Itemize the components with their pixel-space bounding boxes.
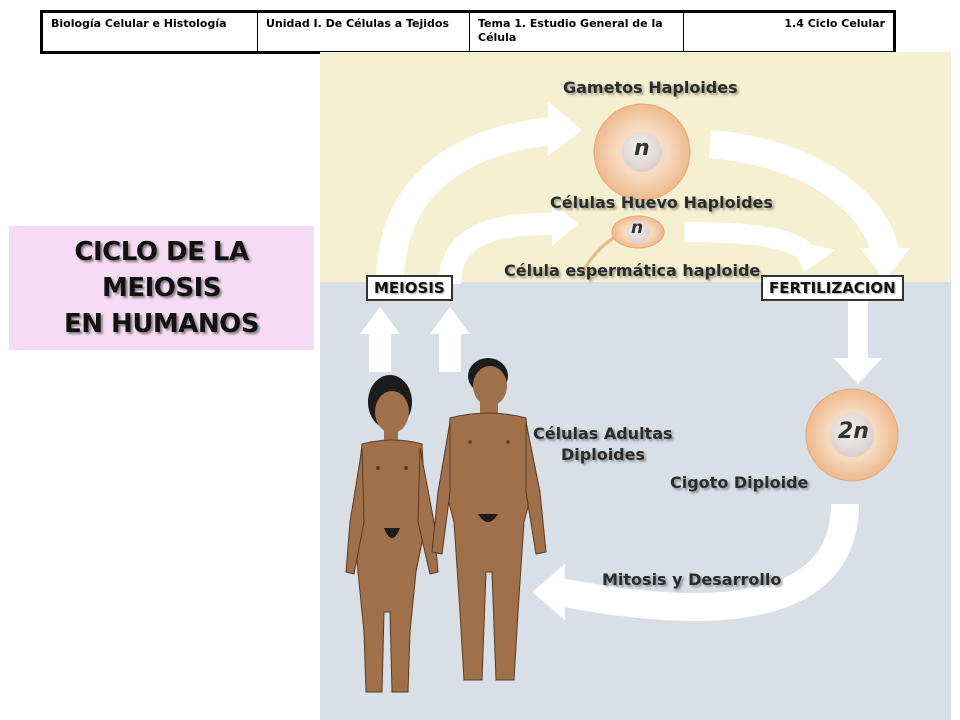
header-unit: Unidad I. De Células a Tejidos [258, 13, 470, 51]
arrow-mitosis-head [532, 564, 565, 620]
header-topic: Tema 1. Estudio General de la Célula [470, 13, 684, 51]
diagram-graphics [320, 52, 951, 720]
title-line-3: EN HUMANOS [63, 309, 260, 339]
label-mitosis: Mitosis y Desarrollo [602, 570, 782, 589]
meiosis-cycle-diagram: Gametos Haploides Células Huevo Haploide… [320, 52, 951, 720]
label-adult-cells-1: Células Adultas [533, 424, 673, 443]
label-gametes: Gametos Haploides [563, 78, 738, 97]
header-table: Biología Celular e Histología Unidad I. … [40, 10, 896, 54]
egg-nucleus [622, 132, 662, 172]
male-figure [431, 358, 547, 681]
header-course: Biología Celular e Histología [43, 13, 258, 51]
title-line-2: MEIOSIS [101, 273, 222, 303]
title-line-1: CICLO DE LA [74, 237, 249, 267]
arrow-inner-meiosis [439, 212, 561, 285]
header-section: 1.4 Ciclo Celular [784, 17, 885, 30]
meiosis-box: MEIOSIS [366, 275, 453, 301]
slide-title: CICLO DE LA MEIOSIS EN HUMANOS [9, 226, 314, 350]
label-eggs: Células Huevo Haploides [550, 193, 773, 212]
arrow-mitosis [557, 503, 859, 621]
arrow-outer-fertilization [708, 130, 899, 256]
sperm-nucleus [627, 221, 649, 243]
arrow-outer-meiosis [376, 116, 562, 285]
arrow-up-left-head [360, 307, 400, 334]
female-figure [345, 375, 439, 693]
arrow-inner-fertilization-head [790, 240, 835, 272]
sperm-ploidy-label: n [631, 218, 644, 238]
arrow-up-right-head [430, 307, 470, 334]
arrow-outer-meiosis-head [548, 102, 582, 156]
zygote-ploidy-label: 2n [838, 419, 869, 444]
label-adult-cells-2: Diploides [561, 445, 646, 464]
label-zygote: Cigoto Diploide [670, 473, 809, 492]
arrow-outer-fertilization-head [860, 248, 910, 280]
fertilization-box: FERTILIZACION [761, 275, 904, 301]
zygote-nucleus [830, 413, 874, 457]
label-sperm: Célula espermática haploide [504, 261, 761, 280]
arrow-inner-meiosis-head [552, 202, 578, 246]
arrow-to-zygote-head [834, 358, 882, 384]
egg-ploidy-label: n [634, 136, 650, 161]
